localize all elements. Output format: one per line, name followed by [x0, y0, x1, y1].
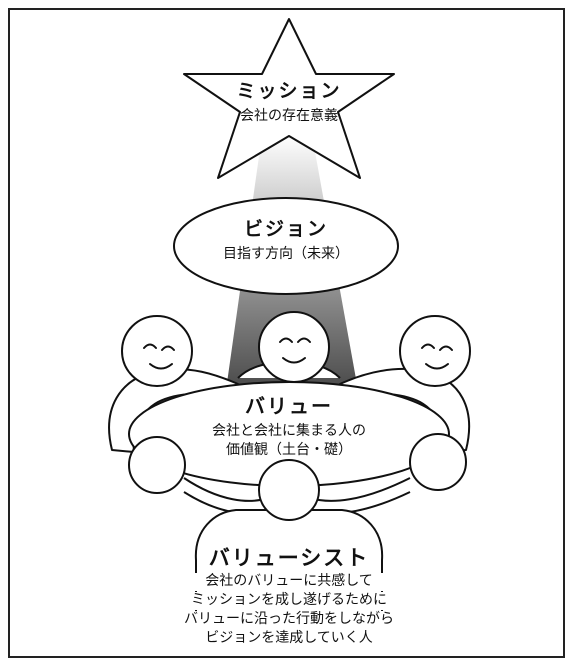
person-front-head — [258, 459, 320, 521]
person-left-head — [121, 315, 193, 387]
person-back-face — [279, 337, 311, 364]
mission-title: ミッション — [236, 80, 342, 102]
valueist-title: バリューシスト — [208, 546, 370, 570]
valueist-line4: ビジョンを達成していく人 — [144, 630, 434, 648]
person-front-right-head — [409, 433, 467, 491]
valueist-line2: ミッションを成し遂げるために — [144, 592, 434, 610]
vision-subtitle: 目指す方向（未来） — [223, 246, 349, 262]
person-left-face — [143, 343, 175, 370]
vision-title: ビジョン — [243, 218, 328, 240]
vision-oval — [173, 197, 399, 295]
mission-subtitle: 会社の存在意義 — [240, 108, 338, 124]
person-back-head — [258, 311, 330, 383]
person-front-left-head — [128, 436, 186, 494]
value-line1: 会社と会社に集まる人の — [212, 423, 366, 439]
value-title: バリュー — [245, 394, 333, 418]
mission-star — [183, 18, 395, 179]
value-line2: 価値観（土台・礎） — [226, 442, 352, 458]
valueist-line3: バリューに沿った行動をしながら — [144, 611, 434, 629]
valueist-line1: 会社のバリューに共感して — [144, 573, 434, 591]
person-right-face — [421, 343, 453, 370]
person-right-head — [399, 315, 471, 387]
